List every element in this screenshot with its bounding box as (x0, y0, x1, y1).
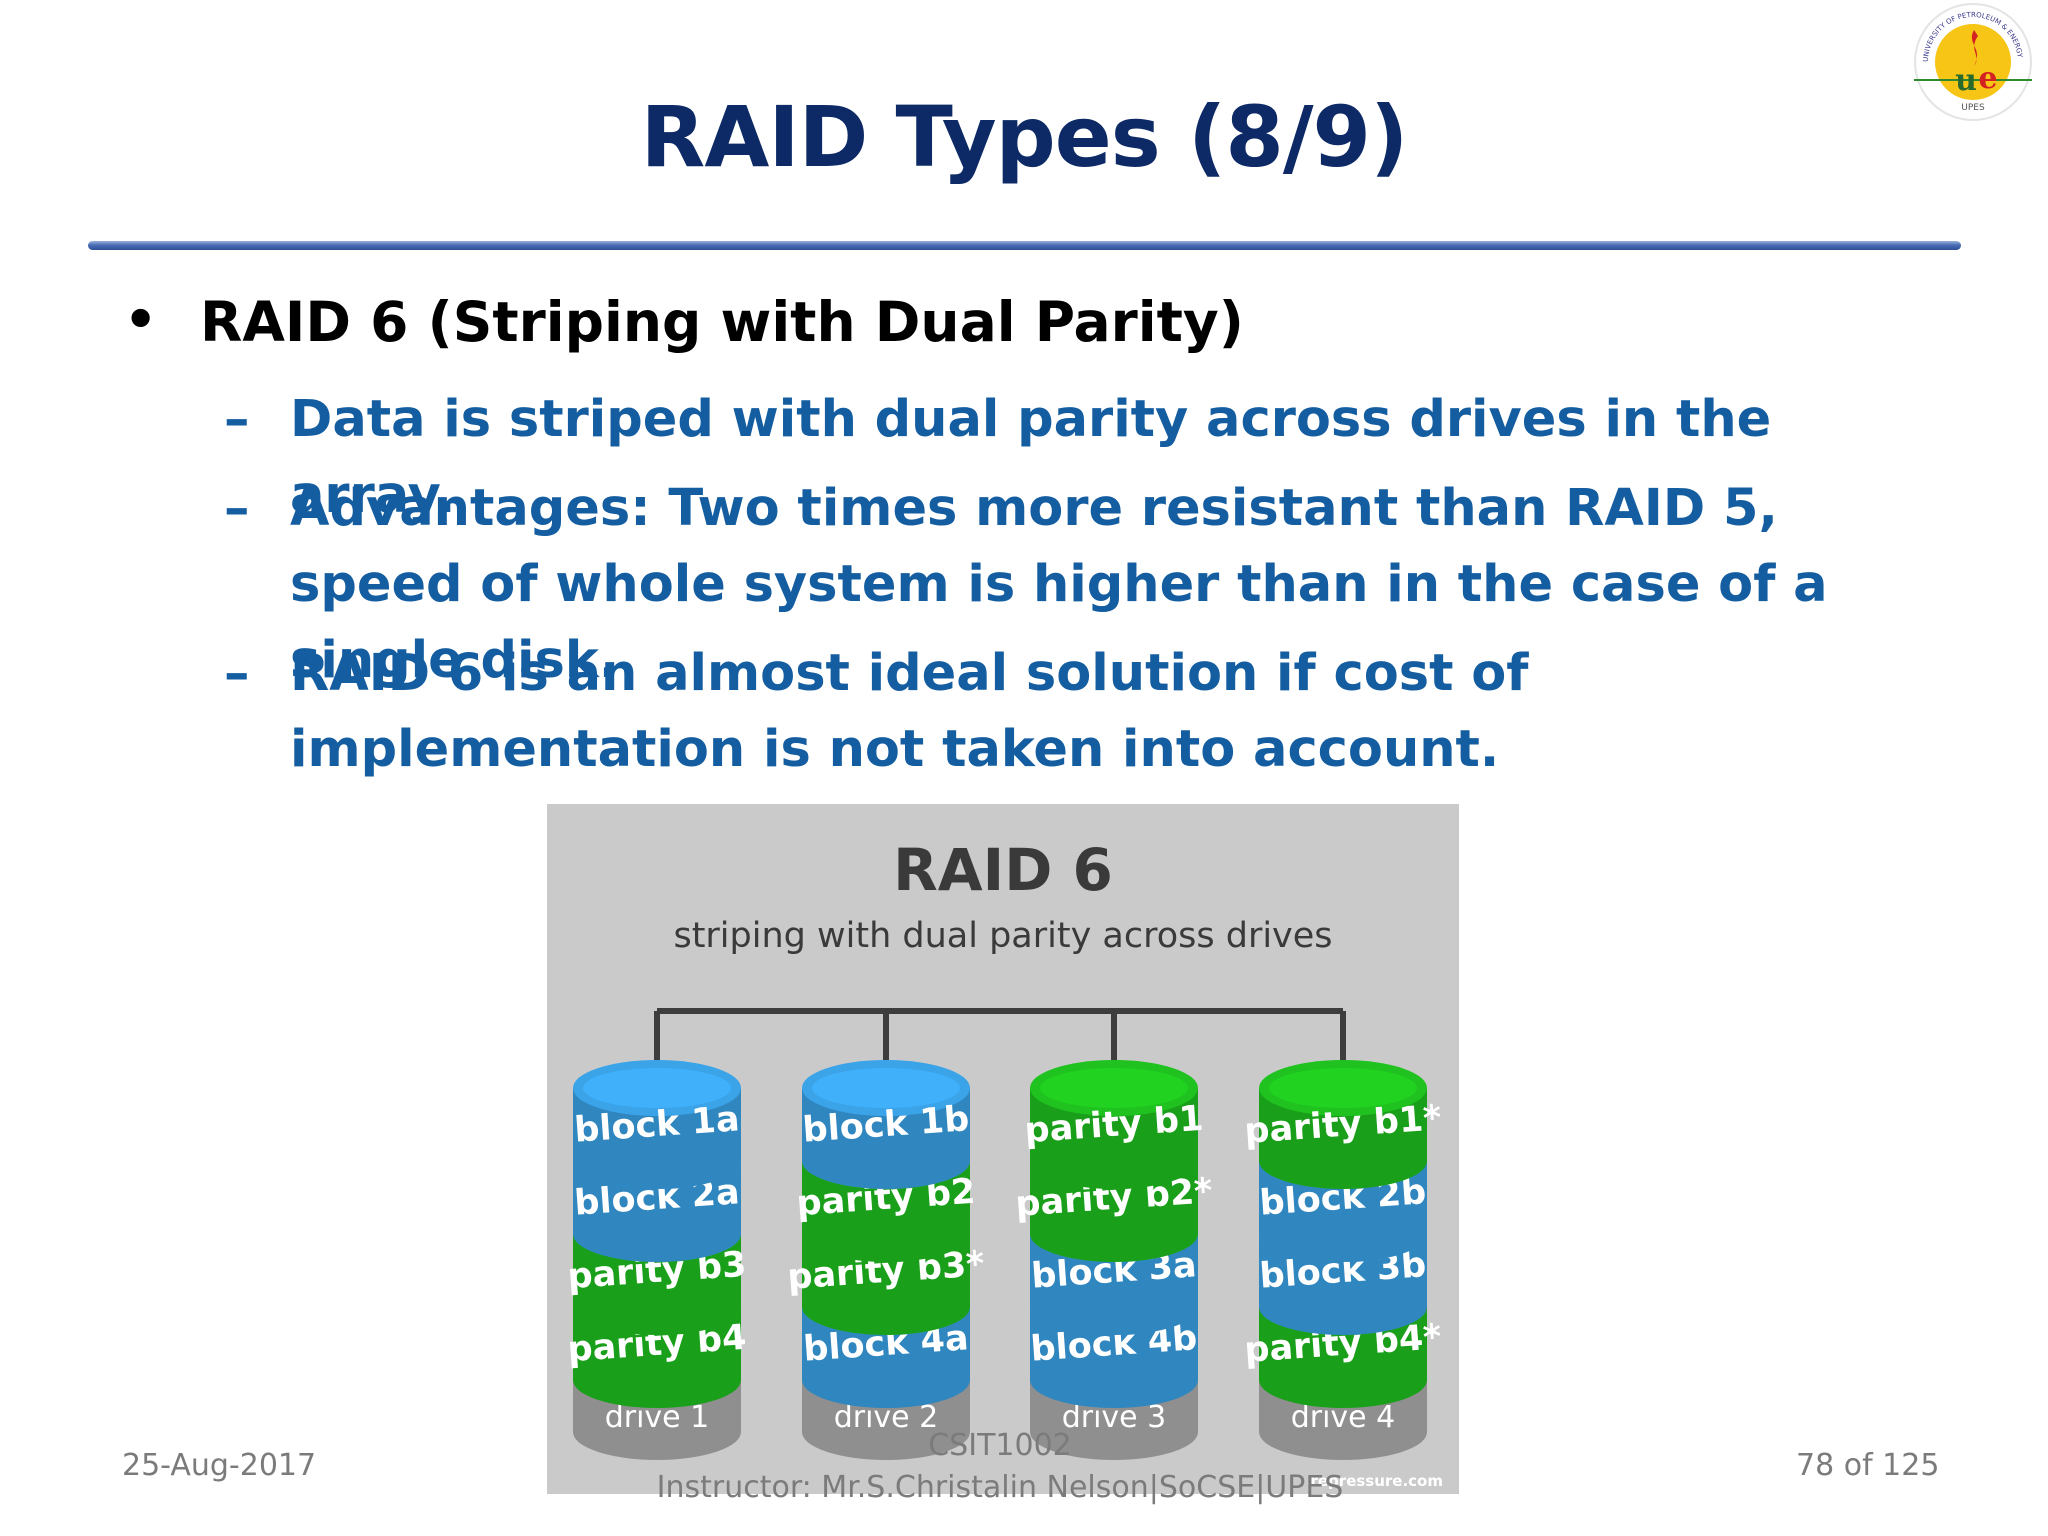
subpoint-1-text: Data is striped with dual parity across … (290, 390, 1772, 525)
block-segment (1259, 1161, 1427, 1262)
raid6-diagram: RAID 6 striping with dual parity across … (547, 804, 1459, 1494)
diagram-subtitle: striping with dual parity across drives (673, 916, 1332, 956)
drive-top-cap (583, 1068, 731, 1108)
parity-segment (1259, 1088, 1427, 1189)
main-bullet-text: RAID 6 (Striping with Dual Parity) (200, 290, 1244, 354)
drive-top-cap (1269, 1068, 1417, 1108)
block-segment (1259, 1234, 1427, 1335)
svg-text:u: u (1955, 63, 1977, 98)
diagram-title: RAID 6 (893, 836, 1113, 904)
parity-segment (802, 1161, 970, 1262)
svg-text:UPES: UPES (1961, 103, 1985, 113)
drive-top-cap (812, 1068, 960, 1108)
block-segment (573, 1088, 741, 1189)
dash-icon: – (224, 479, 250, 538)
slide-title: RAID Types (8/9) (640, 88, 1409, 186)
block-segment (802, 1307, 970, 1408)
block-segment (1030, 1234, 1198, 1335)
university-logo: UNIVERSITY OF PETROLEUM & ENERGY STUDIES… (1908, 0, 2032, 121)
footer-instructor: Instructor: Mr.S.Christalin Nelson|SoCSE… (656, 1470, 1344, 1505)
drive-top-cap (1040, 1068, 1188, 1108)
parity-segment (1030, 1161, 1198, 1262)
footer-page-number: 78 of 125 (1796, 1448, 1940, 1483)
dash-icon: – (224, 644, 250, 703)
dash-icon: – (224, 390, 250, 449)
parity-segment (1259, 1307, 1427, 1408)
diagram-watermark: repressure.com (1310, 1472, 1443, 1490)
footer-course: CSIT1002 (928, 1428, 1072, 1463)
parity-segment (1030, 1088, 1198, 1189)
title-divider (88, 241, 1961, 250)
parity-segment (573, 1234, 741, 1335)
block-segment (802, 1088, 970, 1189)
bullet-dot-icon: • (124, 290, 158, 350)
parity-segment (573, 1307, 741, 1408)
footer-date: 25-Aug-2017 (122, 1448, 317, 1483)
parity-segment (802, 1234, 970, 1335)
subpoint-2-text: Advantages: Two times more resistant tha… (290, 479, 1828, 690)
block-segment (1030, 1307, 1198, 1408)
svg-text:e: e (1978, 61, 1997, 96)
subpoint-3-text: RAID 6 is an almost ideal solution if co… (290, 644, 1529, 779)
block-segment (573, 1161, 741, 1262)
